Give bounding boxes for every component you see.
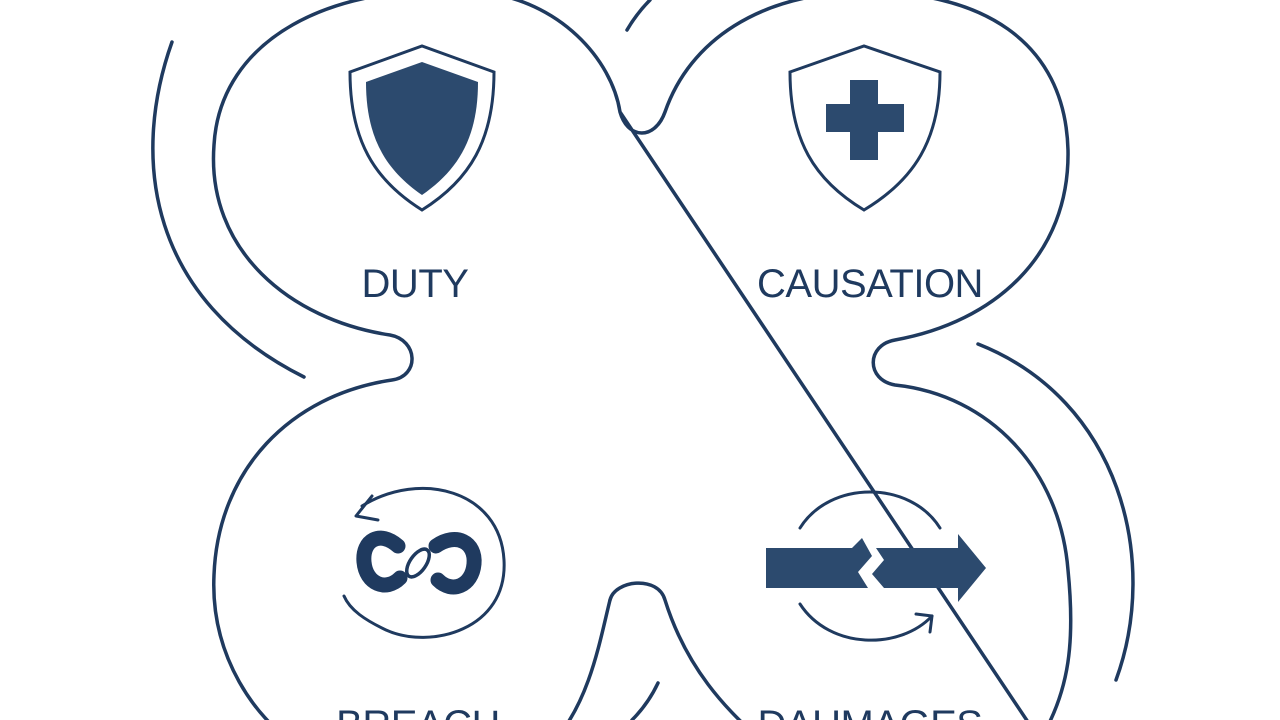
causation-label: CAUSATION <box>757 262 983 306</box>
damages-label: DAUMAGES <box>758 703 983 720</box>
broken-chain-link-icon <box>342 486 506 639</box>
four-lobe-outline <box>211 0 1073 720</box>
broken-arrow-icon <box>766 490 986 642</box>
medical-cross-shield-icon <box>788 44 942 212</box>
duty-label: DUTY <box>362 262 469 306</box>
shield-icon <box>348 44 496 212</box>
outer-arc-left <box>151 40 306 379</box>
outer-arc-top <box>625 0 652 32</box>
breach-label: BREACH <box>336 703 500 720</box>
lower-lobe-connector <box>567 598 612 720</box>
outer-arc-right <box>976 342 1135 682</box>
outer-arc-bottom <box>630 681 660 720</box>
